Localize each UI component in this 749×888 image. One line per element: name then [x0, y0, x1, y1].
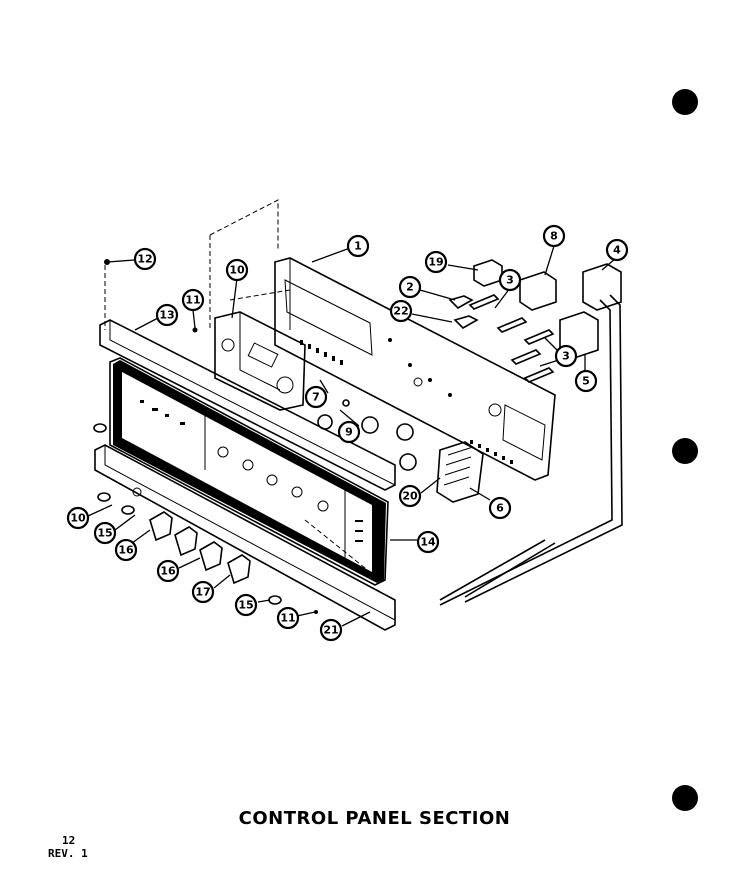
callout-15b: 15 [234, 593, 258, 617]
diagram-title: CONTROL PANEL SECTION [238, 808, 511, 829]
callout-2: 2 [398, 275, 422, 299]
binder-hole-top [672, 89, 698, 115]
callout-17: 17 [191, 580, 215, 604]
callout-3a: 3 [498, 268, 522, 292]
svg-text:15: 15 [97, 527, 112, 540]
svg-text:20: 20 [402, 490, 418, 503]
page-number: 12 [62, 834, 76, 847]
svg-text:7: 7 [312, 391, 320, 404]
callout-19: 19 [424, 250, 448, 274]
callout-8: 8 [542, 224, 566, 248]
callout-12: 12 [133, 247, 157, 271]
knob-inserts [317, 399, 417, 471]
back-mounting-panel [274, 257, 556, 481]
svg-text:4: 4 [613, 244, 621, 257]
callout-22: 22 [389, 299, 413, 323]
svg-text:8: 8 [550, 230, 558, 243]
upper-trim-strip [99, 319, 396, 491]
switches-and-relays [448, 259, 622, 383]
svg-text:5: 5 [582, 375, 590, 388]
svg-text:12: 12 [137, 253, 152, 266]
svg-text:11: 11 [280, 612, 295, 625]
svg-text:13: 13 [159, 309, 174, 322]
svg-text:21: 21 [323, 624, 338, 637]
revision-label: REV. 1 [48, 847, 88, 860]
svg-text:2: 2 [406, 281, 414, 294]
callout-20: 20 [398, 484, 422, 508]
svg-text:1: 1 [354, 240, 362, 253]
svg-text:11: 11 [185, 294, 200, 307]
lower-trim-strip [94, 444, 396, 631]
sensor-tubes [439, 294, 623, 606]
binder-hole-bottom [672, 785, 698, 811]
clock-control-module [214, 311, 306, 411]
callout-14: 14 [416, 530, 440, 554]
callout-9: 9 [337, 420, 361, 444]
svg-text:16: 16 [160, 565, 176, 578]
svg-text:6: 6 [496, 502, 504, 515]
svg-text:17: 17 [195, 586, 210, 599]
wire-harness [436, 441, 484, 503]
callout-1: 1 [346, 234, 370, 258]
callout-3b: 3 [554, 344, 578, 368]
callout-11a: 11 [181, 288, 205, 312]
callout-15a: 15 [93, 521, 117, 545]
callout-16a: 16 [114, 538, 138, 562]
svg-text:9: 9 [345, 426, 353, 439]
front-control-panel [109, 357, 389, 586]
callout-7: 7 [304, 385, 328, 409]
svg-text:22: 22 [393, 305, 408, 318]
svg-text:10: 10 [229, 264, 245, 277]
svg-text:14: 14 [420, 536, 436, 549]
callout-10a: 10 [225, 258, 249, 282]
page-footer: 12 REV. 1 [48, 834, 88, 860]
svg-text:3: 3 [506, 274, 514, 287]
svg-text:10: 10 [70, 512, 86, 525]
svg-text:19: 19 [428, 256, 443, 269]
callout-11b: 11 [276, 606, 300, 630]
callout-6: 6 [488, 496, 512, 520]
screws [104, 259, 318, 614]
callout-4: 4 [605, 238, 629, 262]
callout-10b: 10 [66, 506, 90, 530]
callout-5: 5 [574, 369, 598, 393]
svg-text:3: 3 [562, 350, 570, 363]
svg-text:16: 16 [118, 544, 134, 557]
binder-hole-middle [672, 438, 698, 464]
callout-13: 13 [155, 303, 179, 327]
svg-text:15: 15 [238, 599, 253, 612]
callout-16b: 16 [156, 559, 180, 583]
callout-21: 21 [319, 618, 343, 642]
